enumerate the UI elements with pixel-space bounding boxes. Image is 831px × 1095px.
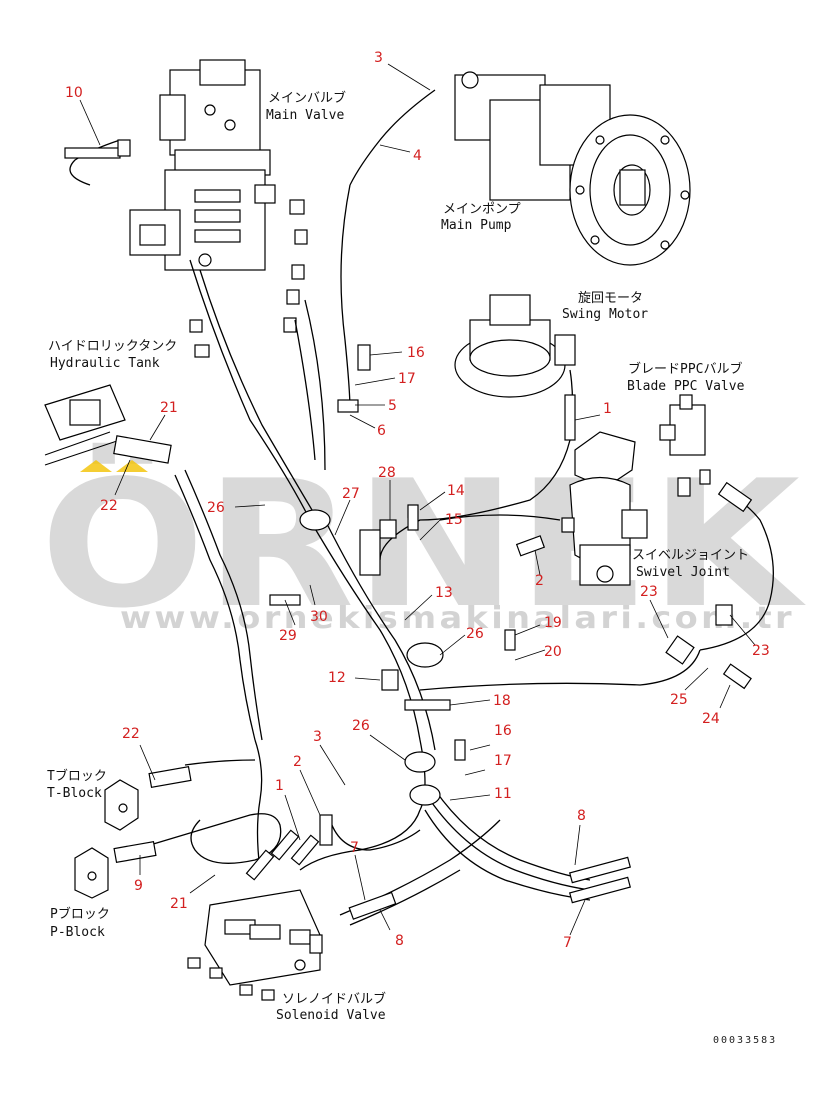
- callout-23b: 23: [752, 643, 770, 659]
- solenoid-label-en: Solenoid Valve: [276, 1008, 386, 1023]
- callout-20: 20: [544, 644, 562, 660]
- callout-13: 13: [435, 585, 453, 601]
- drawing-code: 00033583: [713, 1035, 777, 1046]
- callout-30: 30: [310, 609, 328, 625]
- hydraulic-tank-label-jp: ハイドロリックタンク: [48, 339, 177, 354]
- callout-8b: 8: [395, 933, 404, 949]
- main-valve-label-en: Main Valve: [266, 108, 344, 123]
- callout-8: 8: [577, 808, 586, 824]
- swing-motor-label-en: Swing Motor: [562, 307, 648, 322]
- swivel-joint-drawing: [561, 431, 648, 586]
- leader-lines: [79, 63, 756, 936]
- p-block-label-jp: Pブロック: [50, 906, 110, 922]
- callout-18: 18: [493, 693, 511, 709]
- callout-3: 3: [374, 50, 383, 66]
- callout-14: 14: [447, 483, 465, 499]
- callout-24: 24: [702, 711, 720, 727]
- callout-numbers: 10 3 4 16 17 5 6 1 21 22 26 27 28 14 15 …: [65, 50, 770, 951]
- blade-ppc-label-en: Blade PPC Valve: [627, 379, 745, 394]
- callout-19: 19: [544, 615, 562, 631]
- callout-6: 6: [377, 423, 386, 439]
- swing-motor-drawing: [454, 294, 576, 398]
- watermark: ÖRNEK www.ornekismakinalari.com.tr: [40, 442, 806, 647]
- callout-27: 27: [342, 486, 360, 502]
- main-valve-label-jp: メインバルブ: [268, 90, 346, 106]
- callout-1: 1: [603, 401, 612, 417]
- swing-motor-label-jp: 旋回モータ: [578, 291, 643, 306]
- callout-25: 25: [670, 692, 688, 708]
- p-block-drawing: [74, 847, 109, 899]
- main-pump-label-en: Main Pump: [441, 218, 512, 233]
- callout-5: 5: [388, 398, 397, 414]
- callout-21: 21: [160, 400, 178, 416]
- callout-26c: 26: [352, 718, 370, 734]
- callout-23: 23: [640, 584, 658, 600]
- watermark-url: www.ornekismakinalari.com.tr: [120, 601, 795, 636]
- solenoid-label-jp: ソレノイドバルブ: [282, 991, 386, 1007]
- callout-28: 28: [378, 465, 396, 481]
- callout-2: 2: [535, 573, 544, 589]
- callout-29: 29: [279, 628, 297, 644]
- callout-3b: 3: [313, 729, 322, 745]
- solenoid-valve-drawing: [187, 889, 323, 1001]
- callout-1b: 1: [275, 778, 284, 794]
- watermark-accent-icon: [80, 460, 148, 472]
- callout-22: 22: [100, 498, 118, 514]
- t-block-drawing: [104, 779, 139, 831]
- t-block-label-en: T-Block: [47, 786, 102, 801]
- callout-4: 4: [413, 148, 422, 164]
- callout-10: 10: [65, 85, 83, 101]
- callout-2b: 2: [293, 754, 302, 770]
- main-pump-drawing: [454, 71, 691, 266]
- fittings: [64, 139, 753, 920]
- clamps: [299, 399, 733, 806]
- callout-9: 9: [134, 878, 143, 894]
- callout-12: 12: [328, 670, 346, 686]
- swivel-joint-label-en: Swivel Joint: [636, 565, 730, 580]
- callout-7b: 7: [563, 935, 572, 951]
- swivel-joint-label-jp: スイベルジョイント: [632, 548, 749, 563]
- main-pump-label-jp: メインポンプ: [443, 202, 521, 217]
- hydraulic-tank-drawing: [44, 384, 126, 466]
- callout-16b: 16: [494, 723, 512, 739]
- t-block-label-jp: Tブロック: [47, 768, 107, 784]
- callout-15: 15: [445, 512, 463, 528]
- blade-ppc-valve-drawing: [659, 394, 711, 497]
- callout-21b: 21: [170, 896, 188, 912]
- watermark-brand: ÖRNEK: [40, 442, 806, 647]
- hydraulic-tank-label-en: Hydraulic Tank: [50, 356, 160, 371]
- callout-17: 17: [398, 371, 416, 387]
- callout-16: 16: [407, 345, 425, 361]
- blade-ppc-label-jp: ブレードPPCバルブ: [628, 361, 742, 377]
- callout-22b: 22: [122, 726, 140, 742]
- p-block-label-en: P-Block: [50, 925, 105, 940]
- main-valve-drawing: [129, 59, 308, 358]
- callout-7: 7: [350, 840, 359, 856]
- callout-26b: 26: [466, 626, 484, 642]
- callout-26: 26: [207, 500, 225, 516]
- callout-17b: 17: [494, 753, 512, 769]
- callout-11: 11: [494, 786, 512, 802]
